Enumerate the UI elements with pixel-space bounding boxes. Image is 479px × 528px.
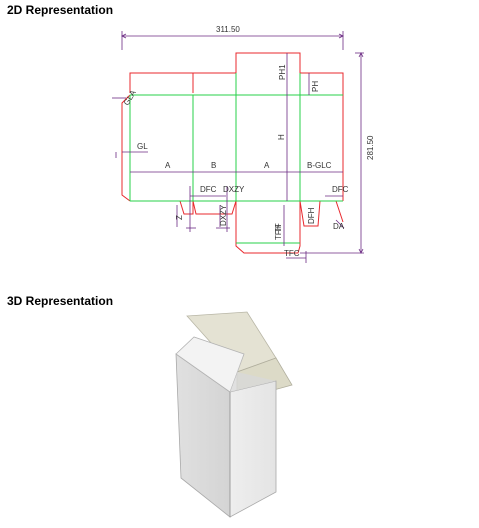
dim-top-flap: PH <box>311 81 320 92</box>
dim-dust-xy: DXZY <box>223 185 245 194</box>
dim-dust-x: DX <box>219 214 228 226</box>
dim-height: H <box>277 134 286 140</box>
dim-panel-b-glc: B-GLC <box>307 161 332 170</box>
cut-bottom-dust <box>299 200 344 227</box>
box-face-front <box>229 380 277 518</box>
section-title-3d: 3D Representation <box>7 294 114 308</box>
cut-glue-flap <box>121 94 131 202</box>
dim-dust-flap-height: DFH <box>307 207 316 224</box>
dim-tuck-flap-height: TFH <box>274 224 283 240</box>
dieline-diagram: 311.50 281.50 A B A B-GLC GL H PH1 PH DF… <box>112 25 375 263</box>
cut-bottom-tuck <box>235 201 301 254</box>
dim-top-tuck: PH1 <box>278 64 287 80</box>
dimension-lines <box>112 31 364 263</box>
crease-lines <box>129 73 343 244</box>
dim-dust-flap-clear-2: DFC <box>332 185 349 194</box>
dim-tuck-flap: TF <box>274 223 283 233</box>
dim-overall-height: 281.50 <box>366 135 375 160</box>
box-inner-fold <box>230 354 276 392</box>
dim-panel-a2: A <box>264 161 270 170</box>
dim-dust-flap-clear: DFC <box>200 185 217 194</box>
dim-dust-z: Z <box>175 215 184 220</box>
dim-overall-width: 311.50 <box>216 25 240 34</box>
dim-corner-d: DA <box>333 222 345 231</box>
dim-panel-a: A <box>165 161 171 170</box>
dim-glue-flap: GL <box>137 142 148 151</box>
cut-bottom-b <box>192 200 237 215</box>
dim-panel-b: B <box>211 161 216 170</box>
cut-top-left <box>129 52 344 93</box>
section-title-2d: 2D Representation <box>7 3 114 17</box>
dim-dust-y: ZY <box>219 204 228 215</box>
dim-tuck-clear: TFC <box>284 249 300 258</box>
